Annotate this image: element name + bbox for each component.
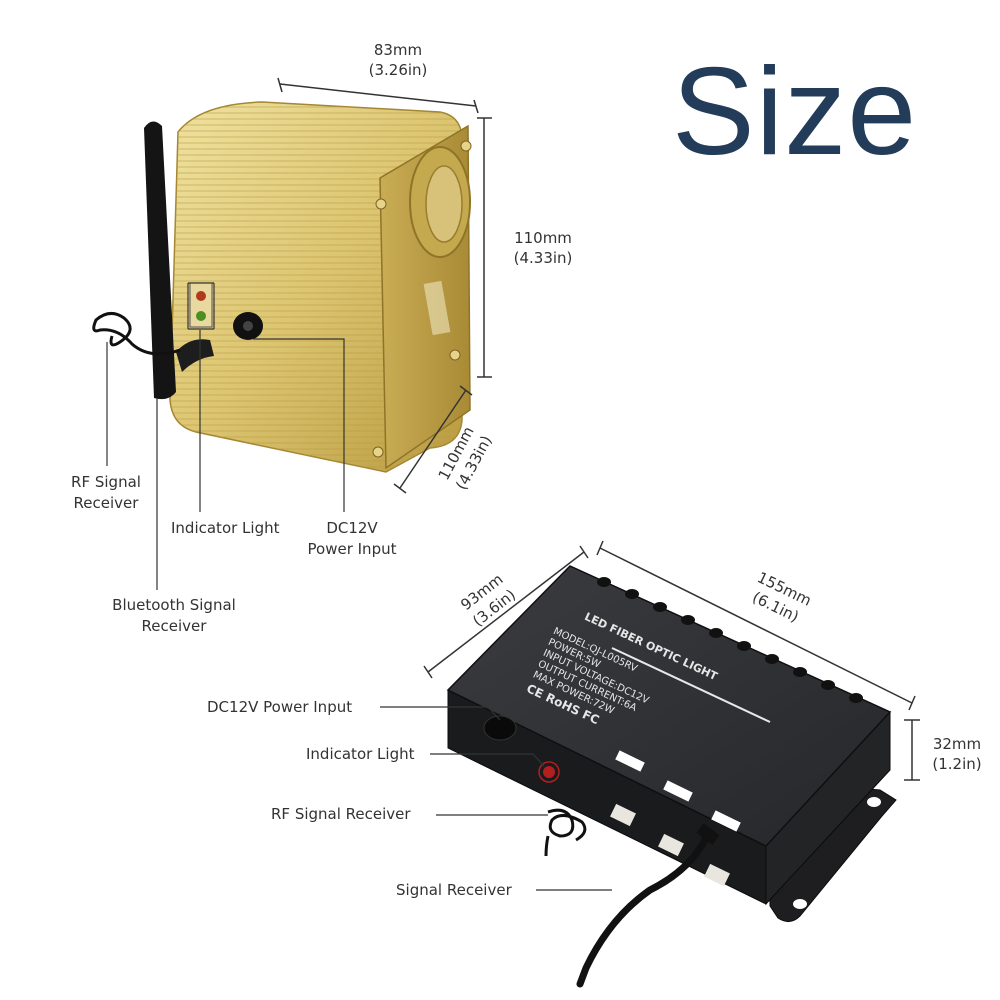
callout-line: DC12V (326, 519, 378, 537)
rf-coil-icon (92, 312, 181, 356)
controller-indicator-label: Indicator Light (306, 745, 415, 763)
antenna-icon (144, 121, 176, 400)
dimension-metric: 83mm (373, 41, 423, 59)
dimension-imperial: (1.2in) (932, 755, 982, 773)
callout-line: Receiver (141, 617, 207, 635)
projector-width-dimension: 83mm (3.26in) (348, 40, 448, 80)
fiber-optic-projector (92, 101, 472, 473)
callout-line: RF Signal (71, 473, 141, 491)
projector-height-dimension: 110mm (4.33in) (498, 228, 588, 268)
green-led-icon (196, 311, 206, 321)
controller-height-dimension: 32mm (1.2in) (924, 734, 990, 774)
callout-line: Receiver (73, 494, 139, 512)
red-led-icon (196, 291, 206, 301)
controller-callout-lines (380, 706, 612, 891)
callout-line: Power Input (307, 540, 397, 558)
controller-power-label: DC12V Power Input (207, 698, 353, 716)
controller-rf-coil-icon (544, 808, 587, 857)
led-controller (446, 565, 897, 988)
controller-signal-receiver-label: Signal Receiver (396, 881, 512, 899)
dimension-imperial: (3.26in) (368, 61, 428, 79)
controller-dimension-lines (423, 540, 920, 781)
projector-power-label: DC12V Power Input (292, 518, 412, 560)
controller-rf-receiver-label: RF Signal Receiver (271, 805, 411, 823)
page-title: Size (672, 43, 918, 181)
projector-rf-receiver-label: RF Signal Receiver (46, 472, 166, 514)
projector-dimension-lines (277, 77, 492, 494)
callout-line: Bluetooth Signal (112, 596, 236, 614)
projector-bluetooth-label: Bluetooth Signal Receiver (94, 595, 254, 637)
projector-indicator-label: Indicator Light (171, 519, 280, 537)
dimension-metric: 32mm (932, 735, 982, 753)
dimension-imperial: (4.33in) (513, 249, 573, 267)
signal-cable-icon (576, 834, 710, 988)
dimension-metric: 110mm (514, 229, 572, 247)
projector-callout-lines (106, 282, 345, 590)
